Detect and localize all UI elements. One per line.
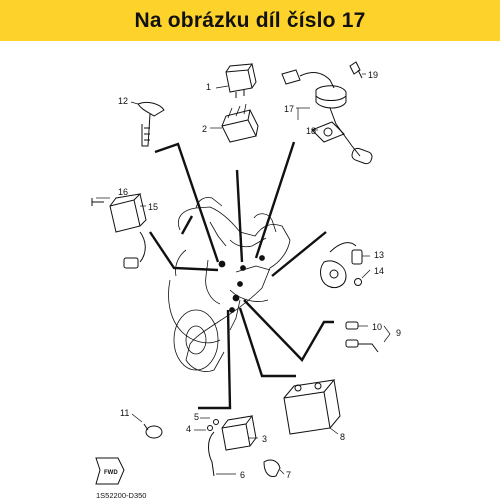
part-number: 16 xyxy=(118,187,128,197)
part-number: 12 xyxy=(118,96,128,106)
part-8-battery xyxy=(283,379,341,435)
part-number: 2 xyxy=(202,124,207,134)
part-number: 10 xyxy=(372,322,382,332)
diagram-code: 1S52200-D350 xyxy=(96,491,146,500)
leader-lines xyxy=(149,141,334,410)
part-number: 11 xyxy=(120,408,129,418)
part-12-plug-cap xyxy=(130,101,165,147)
part-number: 15 xyxy=(148,202,158,212)
part-1-relay xyxy=(215,63,257,98)
part-3-ignition-coil xyxy=(194,415,285,477)
part-number: 3 xyxy=(262,434,267,444)
scooter-outline xyxy=(168,197,291,372)
part-13-sensor xyxy=(320,242,371,289)
part-15-rectifier xyxy=(91,193,147,269)
part-number: 19 xyxy=(368,70,378,80)
part-number: 4 xyxy=(186,424,191,434)
part-number: 9 xyxy=(396,328,401,338)
part-number: 6 xyxy=(240,470,245,480)
part-number: 13 xyxy=(374,250,384,260)
banner-title: Na obrázku díl číslo 17 xyxy=(134,8,366,32)
part-number: 7 xyxy=(286,470,291,480)
part-17-fuel-sender xyxy=(281,61,373,165)
title-banner: Na obrázku díl číslo 17 xyxy=(0,0,500,41)
part-number: 5 xyxy=(194,412,199,422)
part-11-clip xyxy=(131,413,163,439)
part-number-highlight: 17 xyxy=(284,104,294,114)
part-number-labels: 1 2 3 4 5 6 7 8 9 10 11 12 13 14 15 16 1… xyxy=(118,70,401,480)
fwd-arrow-icon: FWD xyxy=(95,457,125,485)
part-2-relay xyxy=(210,103,259,143)
part-number: 18 xyxy=(306,126,316,136)
part-number: 8 xyxy=(340,432,345,442)
part-10-fuses xyxy=(345,321,391,353)
fwd-label: FWD xyxy=(104,470,118,476)
part-number: 1 xyxy=(206,82,211,92)
part-number: 14 xyxy=(374,266,384,276)
